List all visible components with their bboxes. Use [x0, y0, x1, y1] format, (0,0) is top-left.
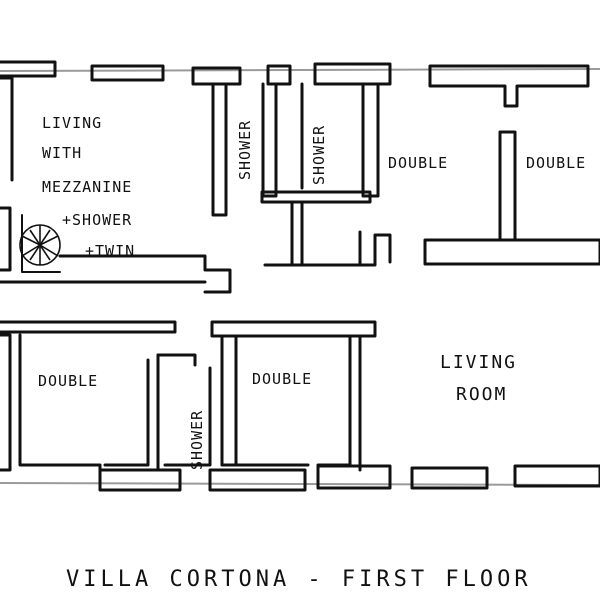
label-living-mezz-line5: +TWIN: [85, 242, 135, 260]
label-living-mezz-line3: MEZZANINE: [42, 178, 132, 196]
label-living-room-line2: ROOM: [456, 384, 507, 405]
label-living-mezz-line2: WITH: [42, 144, 82, 162]
label-shower-bottom: SHOWER: [188, 410, 206, 470]
label-shower-top-2: SHOWER: [310, 125, 328, 185]
label-living-mezz-line4: +SHOWER: [62, 211, 132, 229]
facade-line-top: [0, 68, 600, 72]
label-double-top-2: DOUBLE: [526, 154, 586, 172]
living-mezzanine-walls: [0, 76, 232, 294]
label-double-top-1: DOUBLE: [388, 154, 448, 172]
room-label-living-mezzanine: LIVING WITH MEZZANINE +SHOWER +TWIN: [42, 114, 135, 260]
middle-wall: [0, 320, 377, 338]
spiral-staircase-icon: [19, 224, 61, 266]
bottom-facade-wall: [98, 464, 600, 492]
room-label-living-room: LIVING ROOM: [440, 352, 517, 405]
bottom-double-1-walls: [0, 333, 160, 482]
label-living-mezz-line1: LIVING: [42, 114, 102, 132]
top-doubles-walls: [361, 82, 600, 266]
label-double-bottom-2: DOUBLE: [252, 370, 312, 388]
plan-title: VILLA CORTONA - FIRST FLOOR: [66, 567, 532, 592]
top-showers-walls: [260, 82, 392, 267]
top-facade-wall: [0, 60, 590, 108]
facade-line-bottom: [0, 482, 600, 486]
label-living-room-line1: LIVING: [440, 352, 517, 373]
label-double-bottom-1: DOUBLE: [38, 372, 98, 390]
label-shower-top-1: SHOWER: [236, 120, 254, 180]
